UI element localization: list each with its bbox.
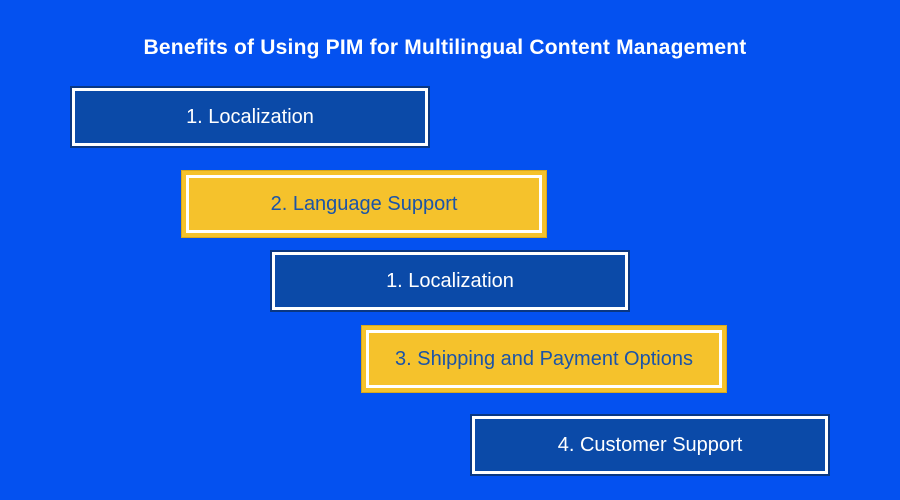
page-title: Benefits of Using PIM for Multilingual C… — [143, 36, 747, 59]
step-card-4: 3. Shipping and Payment Options — [366, 330, 722, 388]
step-card-4-label: 3. Shipping and Payment Options — [395, 347, 693, 370]
step-card-1-label: 1. Localization — [186, 105, 314, 128]
step-card-5-label: 4. Customer Support — [557, 433, 743, 456]
step-card-5: 4. Customer Support — [472, 416, 828, 474]
step-card-3-label: 1. Localization — [386, 269, 514, 292]
step-card-3: 1. Localization — [272, 252, 628, 310]
step-card-2: 2. Language Support — [186, 175, 542, 233]
step-card-2-label: 2. Language Support — [270, 192, 458, 215]
step-card-1: 1. Localization — [72, 88, 428, 146]
